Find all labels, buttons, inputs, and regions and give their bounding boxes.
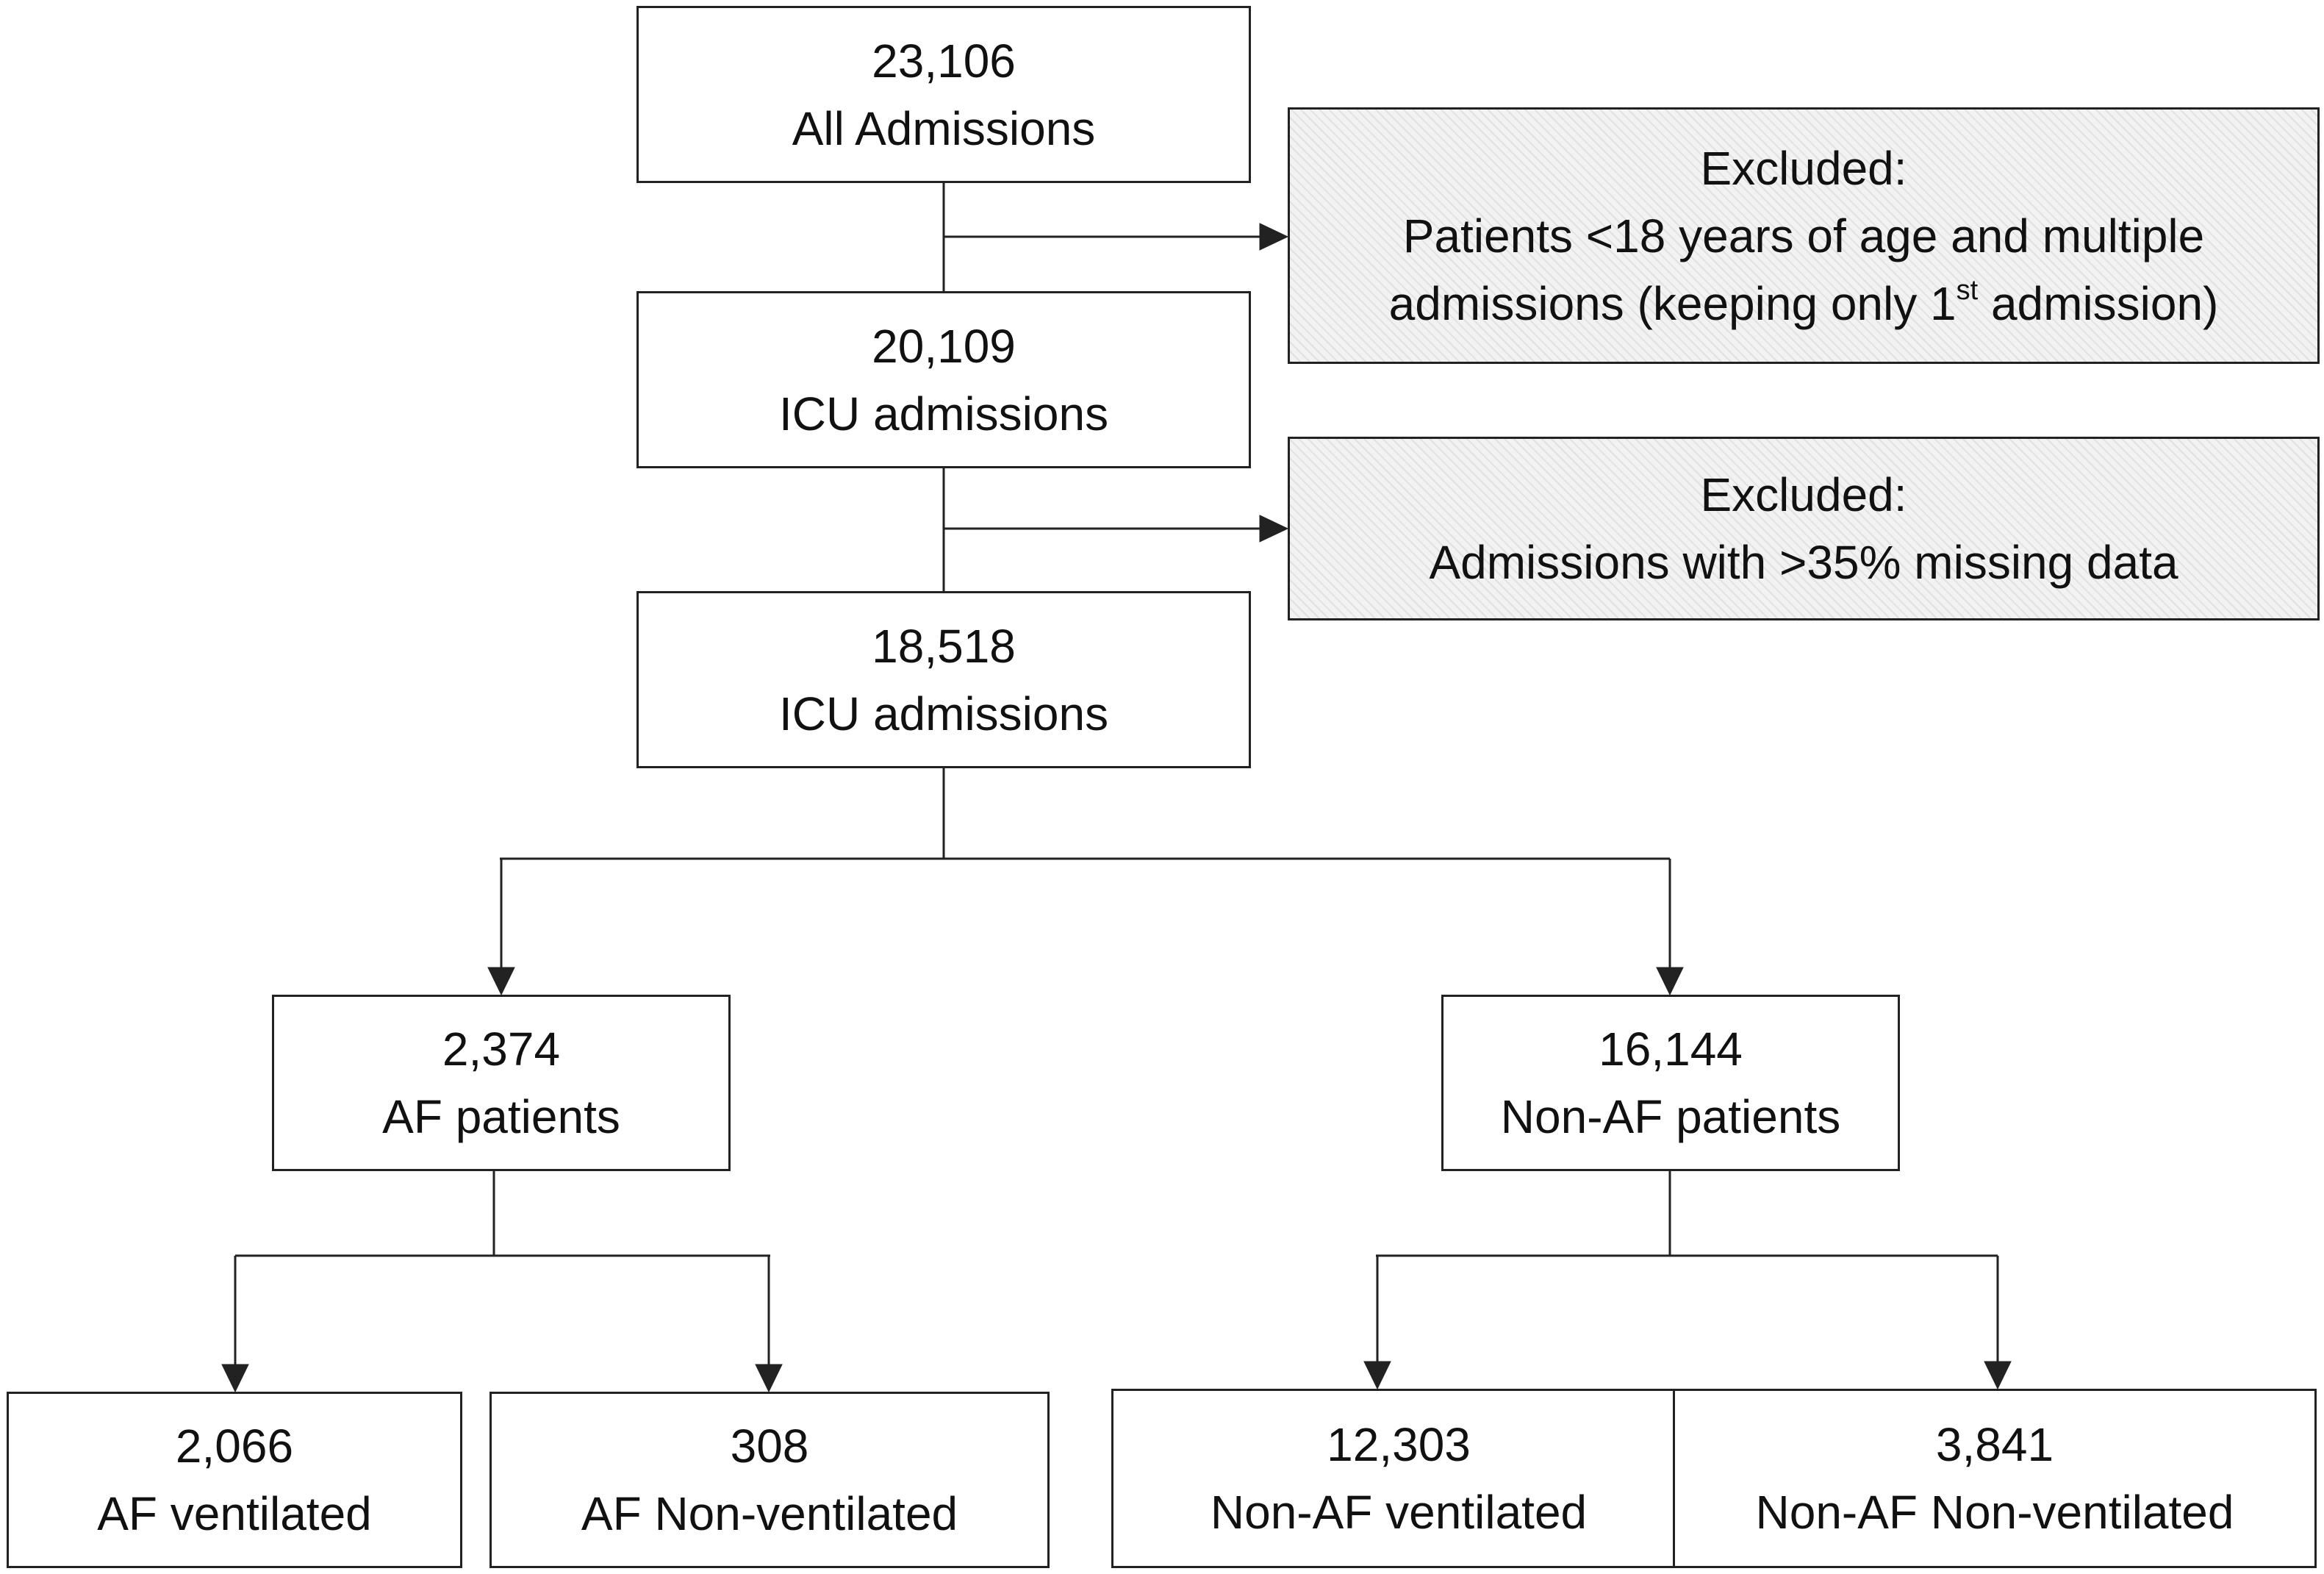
af-patients-count: 2,374 xyxy=(442,1023,561,1076)
exclusion-1-line1: Patients <18 years of age and multiple xyxy=(1402,209,2205,262)
non-af-non-ventilated-label: Non-AF Non-ventilated xyxy=(1755,1486,2234,1539)
arrowhead-af xyxy=(487,967,515,996)
all-admissions-box: 23,106 All Admissions xyxy=(636,6,1251,183)
non-af-ventilated-box: 12,303 Non-AF ventilated xyxy=(1111,1389,1686,1568)
arrowhead-nonaf-non-ventilated xyxy=(1984,1361,2012,1390)
all-admissions-count: 23,106 xyxy=(872,34,1016,87)
icu-admissions-1-label: ICU admissions xyxy=(778,387,1109,440)
exclusion-1-heading: Excluded: xyxy=(1700,141,1907,195)
non-af-patients-count: 16,144 xyxy=(1599,1023,1743,1076)
non-af-ventilated-label: Non-AF ventilated xyxy=(1210,1486,1588,1539)
arrowhead-af-non-ventilated xyxy=(755,1364,783,1393)
icu-admissions-box-1: 20,109 ICU admissions xyxy=(636,291,1251,468)
all-admissions-label: All Admissions xyxy=(792,101,1096,155)
non-af-non-ventilated-count: 3,841 xyxy=(1935,1418,2054,1471)
arrowhead-nonaf xyxy=(1656,967,1684,996)
af-patients-label: AF patients xyxy=(382,1090,620,1143)
icu-admissions-box-2: 18,518 ICU admissions xyxy=(636,591,1251,768)
icu-admissions-2-count: 18,518 xyxy=(872,619,1016,673)
exclusion-box-1: Excluded: Patients <18 years of age and … xyxy=(1288,107,2320,364)
exclusion-2-line1: Admissions with >35% missing data xyxy=(1429,536,2178,589)
exclusion-box-2: Excluded: Admissions with >35% missing d… xyxy=(1288,437,2320,620)
arrowhead-nonaf-ventilated xyxy=(1363,1361,1391,1390)
af-ventilated-box: 2,066 AF ventilated xyxy=(7,1392,462,1568)
arrowhead-af-ventilated xyxy=(221,1364,249,1393)
exclusion-1-line2-before: admissions (keeping only 1 xyxy=(1388,276,1957,330)
arrowhead-exclusion-2 xyxy=(1259,515,1289,543)
af-non-ventilated-label: AF Non-ventilated xyxy=(581,1487,958,1540)
af-ventilated-label: AF ventilated xyxy=(97,1487,372,1540)
non-af-patients-box: 16,144 Non-AF patients xyxy=(1441,995,1900,1171)
arrowhead-exclusion-1 xyxy=(1259,223,1289,251)
af-non-ventilated-count: 308 xyxy=(730,1420,809,1473)
exclusion-1-line2: admissions (keeping only 1st admission) xyxy=(1389,270,2219,337)
exclusion-2-heading: Excluded: xyxy=(1700,468,1907,521)
exclusion-1-line2-after: admission) xyxy=(1978,276,2219,330)
non-af-ventilated-count: 12,303 xyxy=(1327,1418,1471,1471)
non-af-patients-label: Non-AF patients xyxy=(1500,1090,1841,1143)
af-non-ventilated-box: 308 AF Non-ventilated xyxy=(489,1392,1050,1568)
icu-admissions-1-count: 20,109 xyxy=(872,319,1016,373)
non-af-non-ventilated-box: 3,841 Non-AF Non-ventilated xyxy=(1673,1389,2317,1568)
exclusion-1-line2-superscript: st xyxy=(1956,274,1979,306)
af-patients-box: 2,374 AF patients xyxy=(272,995,731,1171)
icu-admissions-2-label: ICU admissions xyxy=(778,687,1109,740)
af-ventilated-count: 2,066 xyxy=(175,1420,294,1473)
